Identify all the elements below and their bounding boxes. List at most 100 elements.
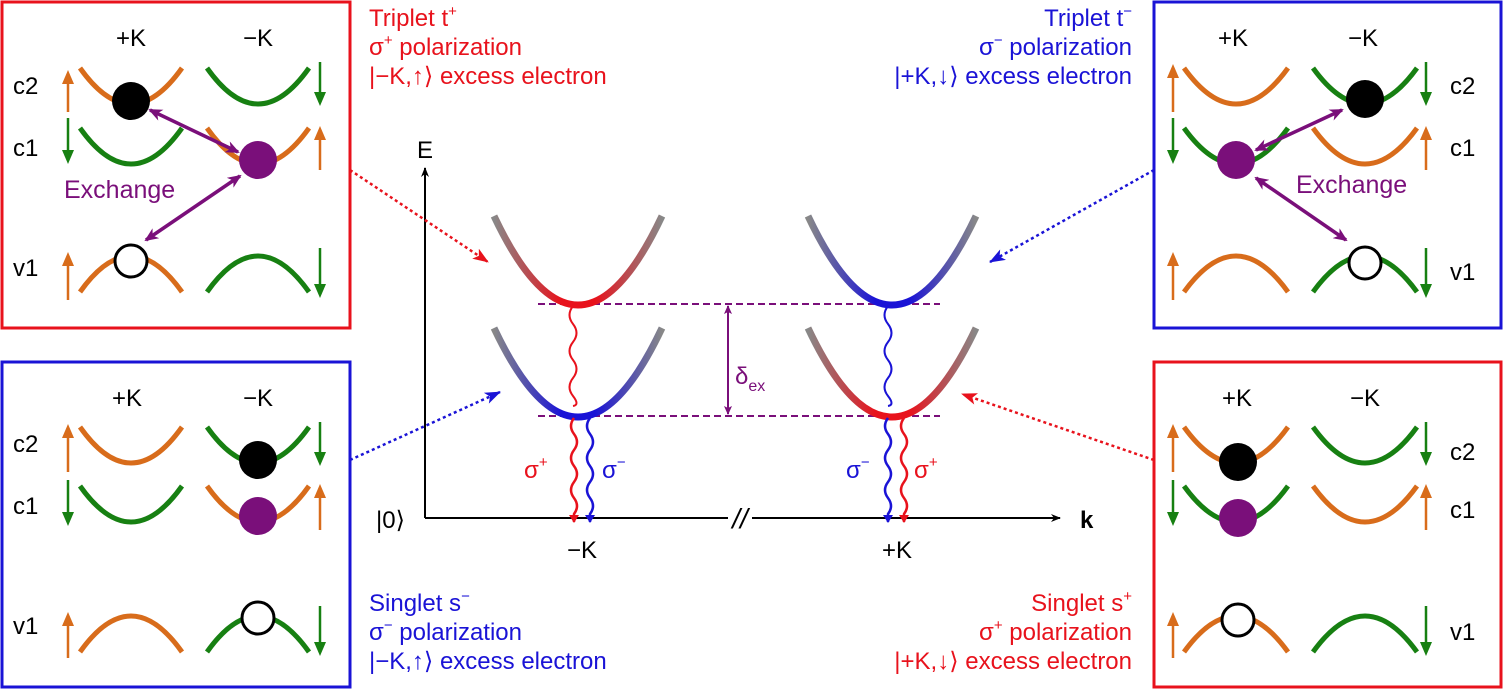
hole-dot	[1220, 602, 1256, 638]
valley-label-plus-k: +K	[116, 25, 146, 52]
sigma-minus-label: σ−	[846, 454, 870, 484]
sigma-minus-label: σ−	[602, 454, 626, 484]
triplet-minus-dispersion	[804, 214, 980, 309]
ground-state-label: |0⟩	[376, 507, 405, 534]
exchange-splitting-label: δex	[735, 363, 765, 395]
band-c2-plus-k	[1181, 66, 1291, 107]
caption-polarization: σ− polarization	[979, 32, 1132, 61]
exchange-arrow	[1254, 176, 1348, 242]
electron-dot	[239, 141, 277, 179]
dark-coupling-wave	[883, 305, 893, 407]
band-label-c2: c2	[13, 73, 38, 100]
caption-title: Triplet t−	[1044, 3, 1132, 32]
caption-polarization: σ+ polarization	[979, 617, 1132, 646]
panel-triplet-plus: +K −K c2 c1 v1 Exchange	[0, 0, 352, 330]
valley-label-minus-k: −K	[567, 537, 597, 564]
connector-triplet-plus	[349, 168, 489, 264]
panel-singlet-minus: +K −K c2 c1 v1	[0, 360, 352, 689]
band-v1-minus-k	[1310, 613, 1420, 654]
band-label-v1: v1	[1450, 619, 1475, 646]
caption-title: Singlet s−	[369, 588, 470, 617]
caption-polarization: σ− polarization	[369, 617, 522, 646]
electron-dot	[1346, 80, 1384, 118]
valley-label-minus-k: −K	[243, 25, 273, 52]
valley-label-plus-k: +K	[882, 537, 912, 564]
valley-label-plus-k: +K	[1222, 385, 1252, 412]
emission-sigma-plus-plus-k	[899, 417, 909, 523]
exchange-label: Exchange	[1296, 171, 1407, 199]
exchange-arrow	[144, 174, 242, 242]
connector-triplet-minus	[989, 168, 1155, 264]
panel-singlet-plus: +K −K c2 c1 v1	[1152, 360, 1503, 689]
caption-singlet-plus: Singlet s+ σ+ polarization |+K,↓⟩ excess…	[894, 589, 1132, 676]
connector-singlet-plus	[961, 392, 1155, 462]
singlet-minus-dispersion	[490, 326, 666, 421]
panel-frame	[0, 360, 352, 689]
exchange-arrow	[148, 108, 240, 154]
band-label-v1: v1	[13, 613, 38, 640]
caption-excess-electron: |−K,↑⟩ excess electron	[369, 648, 607, 675]
caption-polarization: σ+ polarization	[369, 32, 522, 61]
band-v1-minus-k	[204, 253, 312, 294]
exchange-arrow	[1254, 108, 1344, 152]
valley-label-plus-k: +K	[1218, 25, 1248, 52]
panel-frame	[1152, 360, 1503, 689]
hole-dot	[1347, 245, 1383, 281]
band-label-c1: c1	[13, 493, 38, 520]
caption-title: Triplet t+	[369, 3, 457, 32]
valley-label-minus-k: −K	[243, 385, 273, 412]
valley-label-plus-k: +K	[112, 385, 142, 412]
emission-sigma-minus-minus-k	[585, 417, 595, 523]
band-label-c2: c2	[13, 431, 38, 458]
exchange-label: Exchange	[64, 176, 175, 204]
sigma-plus-label: σ+	[524, 454, 548, 484]
hole-dot	[113, 243, 149, 279]
band-label-c1: c1	[1450, 135, 1475, 162]
caption-title: Singlet s+	[1031, 588, 1132, 617]
band-label-c2: c2	[1450, 73, 1475, 100]
momentum-axis-label: k	[1080, 507, 1094, 534]
caption-triplet-minus: Triplet t− σ− polarization |+K,↓⟩ excess…	[894, 4, 1132, 91]
caption-excess-electron: |−K,↑⟩ excess electron	[369, 63, 607, 90]
panel-frame	[0, 0, 352, 330]
dark-coupling-wave	[568, 305, 578, 407]
caption-triplet-plus: Triplet t+ σ+ polarization |−K,↑⟩ excess…	[369, 4, 607, 91]
energy-axis-label: E	[417, 137, 433, 164]
band-c2-minus-k	[204, 66, 312, 107]
emission-sigma-minus-plus-k	[883, 417, 893, 523]
caption-excess-electron: |+K,↓⟩ excess electron	[894, 648, 1132, 675]
band-label-v1: v1	[1450, 259, 1475, 286]
caption-singlet-minus: Singlet s− σ− polarization |−K,↑⟩ excess…	[369, 589, 607, 676]
band-c2-minus-k	[1310, 425, 1420, 466]
panel-frame	[1152, 0, 1503, 330]
band-label-c1: c1	[1450, 497, 1475, 524]
singlet-plus-dispersion	[804, 326, 980, 421]
emission-sigma-plus-minus-k	[569, 417, 579, 523]
band-label-v1: v1	[13, 255, 38, 282]
electron-dot	[239, 497, 277, 535]
electron-dot	[239, 441, 277, 479]
electron-dot	[1217, 141, 1255, 179]
band-c1-plus-k	[77, 484, 185, 525]
band-c2-plus-k	[77, 425, 185, 466]
band-c1-minus-k	[1310, 484, 1420, 525]
band-c1-minus-k	[1310, 126, 1420, 167]
electron-dot	[1219, 443, 1257, 481]
band-label-c2: c2	[1450, 439, 1475, 466]
caption-excess-electron: |+K,↓⟩ excess electron	[894, 63, 1132, 90]
valley-label-minus-k: −K	[1350, 385, 1380, 412]
band-v1-plus-k	[1181, 253, 1291, 294]
main-dispersion-diagram: // E k |0⟩ −K +K δex σ+ σ− σ− σ+	[376, 137, 1094, 564]
valley-label-minus-k: −K	[1348, 25, 1378, 52]
axis-break: //	[730, 503, 751, 534]
hole-dot	[240, 600, 276, 636]
band-c1-plus-k	[77, 126, 185, 167]
band-label-c1: c1	[13, 135, 38, 162]
sigma-plus-label: σ+	[914, 454, 938, 484]
band-v1-plus-k	[77, 613, 185, 654]
electron-dot	[112, 82, 150, 120]
electron-dot	[1219, 499, 1257, 537]
panel-triplet-minus: +K −K c2 c1 v1 Exchange	[1152, 0, 1503, 330]
triplet-plus-dispersion	[490, 214, 666, 309]
